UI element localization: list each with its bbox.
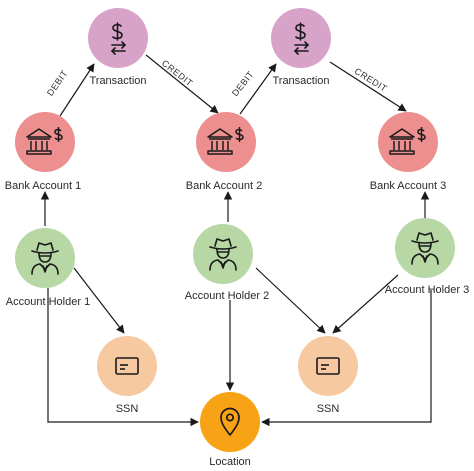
- transaction-label-1: Transaction: [89, 75, 147, 87]
- edge-credit-1: [145, 54, 219, 114]
- account-holder-label-1: Account Holder 1: [5, 296, 91, 308]
- dollar-exchange-icon: [293, 22, 310, 55]
- account-holder-node-2: [193, 224, 253, 284]
- account-holder-label-3: Account Holder 3: [384, 284, 470, 296]
- ssn-label-1: SSN: [115, 403, 139, 415]
- id-card-icon: [115, 357, 139, 375]
- ssn-label-2: SSN: [316, 403, 340, 415]
- bank-account-label-2: Bank Account 2: [185, 180, 263, 192]
- edge-holder3-ssn2: [332, 274, 399, 334]
- edge-credit-2: [329, 61, 407, 112]
- ssn-node-1: [97, 336, 157, 396]
- transaction-node-1: [88, 8, 148, 68]
- id-card-icon: [316, 357, 340, 375]
- account-holder-node-1: [15, 228, 75, 288]
- person-hat-icon: [209, 238, 237, 271]
- bank-dollar-icon: [26, 127, 63, 155]
- edge-debit-1: [59, 63, 95, 117]
- bank-account-node-1: [15, 112, 75, 172]
- transaction-label-2: Transaction: [272, 75, 330, 87]
- ssn-node-2: [298, 336, 358, 396]
- edge-holder1-location: [47, 288, 199, 427]
- edge-debit-2: [239, 63, 277, 115]
- account-holder-label-2: Account Holder 2: [184, 290, 270, 302]
- edge-holder2-ssn2: [255, 267, 326, 334]
- location-label: Location: [209, 456, 251, 468]
- person-hat-icon: [411, 232, 439, 265]
- bank-account-label-3: Bank Account 3: [369, 180, 447, 192]
- account-holder-node-3: [395, 218, 455, 278]
- map-pin-icon: [220, 407, 240, 436]
- bank-dollar-icon: [389, 127, 426, 155]
- edge-holder1-ssn1: [73, 267, 125, 334]
- bank-account-node-3: [378, 112, 438, 172]
- bank-dollar-icon: [207, 127, 244, 155]
- dollar-exchange-icon: [110, 22, 127, 55]
- bank-account-label-1: Bank Account 1: [4, 180, 82, 192]
- edge-holder3-location: [261, 290, 432, 427]
- transaction-node-2: [271, 8, 331, 68]
- bank-account-node-2: [196, 112, 256, 172]
- location-node: [200, 392, 260, 452]
- person-hat-icon: [31, 242, 59, 275]
